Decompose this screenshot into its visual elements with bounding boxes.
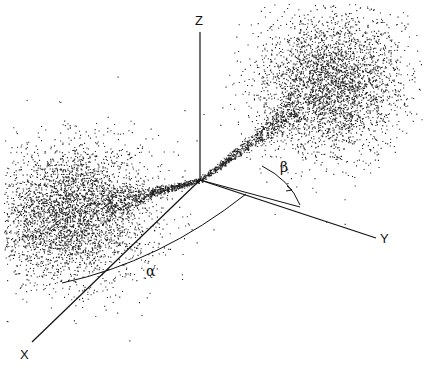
- projection-line: [200, 180, 300, 207]
- axis-label: X: [20, 348, 29, 361]
- angle-label: α: [146, 264, 155, 278]
- stipple-dots: [4, 4, 423, 341]
- z-axis: [199, 32, 200, 180]
- axis-label: Y: [380, 232, 389, 245]
- x-axis: [32, 180, 200, 342]
- beta-arrow: [286, 186, 292, 191]
- alpha-arc: [62, 194, 246, 283]
- angle-label: β: [280, 160, 288, 174]
- stipple-cloud: [4, 4, 423, 341]
- axis-label: Z: [195, 14, 203, 27]
